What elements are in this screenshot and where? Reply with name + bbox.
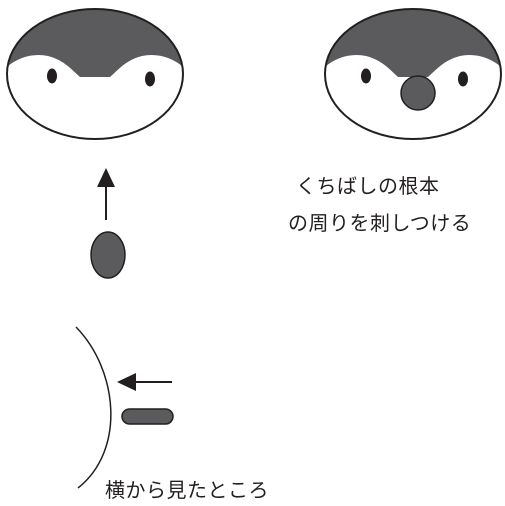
left-arrow-icon: [117, 373, 172, 391]
eye-left: [361, 68, 371, 84]
instruction-text-line2: の周りを刺しつける: [288, 213, 472, 233]
up-arrow-icon: [97, 168, 115, 220]
beak-piece-side: [121, 408, 174, 425]
instruction-text-line1: くちばしの根本: [296, 174, 440, 198]
beak-attached: [400, 75, 436, 111]
eye-right: [458, 71, 468, 87]
head-side-outline: [75, 326, 112, 489]
eye-right: [145, 71, 155, 87]
beak-piece-front: [90, 231, 126, 279]
eye-left: [47, 68, 57, 84]
side-view-caption: 横から見たところ: [105, 478, 269, 502]
penguin-face-right: [324, 8, 502, 140]
penguin-face-left: [6, 8, 184, 140]
